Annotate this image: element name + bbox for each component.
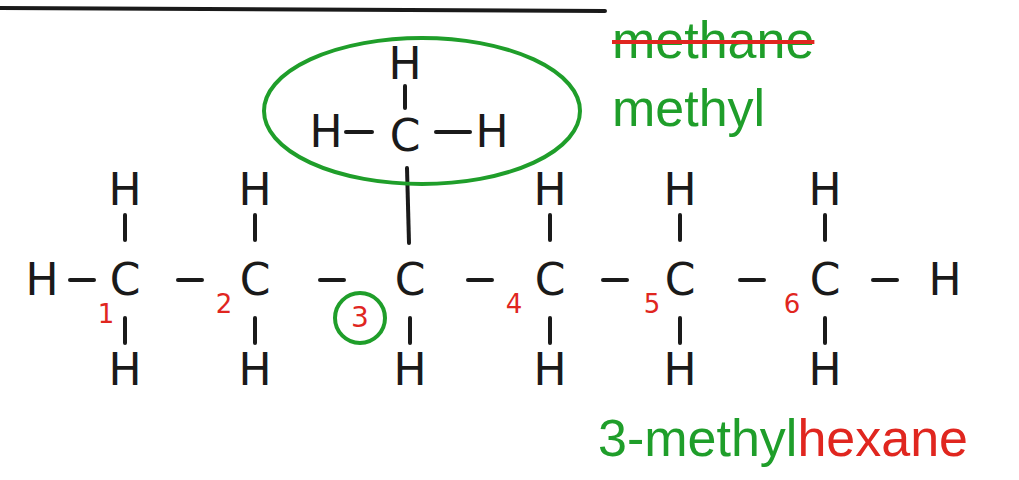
atom-symbol: C <box>395 258 426 302</box>
atom-symbol: H <box>238 348 271 392</box>
atom-symbol: C <box>390 114 421 158</box>
carbon-number: 6 <box>784 291 801 317</box>
group-name: methyl <box>612 82 765 134</box>
atom-symbol: H <box>533 168 566 212</box>
atom-symbol: H <box>25 258 58 302</box>
atom-symbol: C <box>535 258 566 302</box>
atom-symbol: H <box>108 348 141 392</box>
atom-symbol: C <box>110 258 141 302</box>
atom-symbol: H <box>108 168 141 212</box>
atom-symbol: H <box>475 110 508 154</box>
carbon-number: 5 <box>644 291 661 317</box>
atom-symbol: H <box>663 348 696 392</box>
atom-symbol: H <box>663 168 696 212</box>
carbon-number: 3 <box>351 304 369 332</box>
atom-symbol: C <box>665 258 696 302</box>
atom-symbol: H <box>808 348 841 392</box>
group-name: methane <box>612 14 814 66</box>
atom-symbol: C <box>810 258 841 302</box>
atom-symbol: H <box>238 168 271 212</box>
compound-name: hexane <box>797 412 968 464</box>
atom-symbol: C <box>240 258 271 302</box>
position-circle: 3 <box>333 291 387 345</box>
atom-symbol: H <box>388 42 421 86</box>
atom-symbol: H <box>928 258 961 302</box>
carbon-number: 4 <box>506 291 523 317</box>
atom-symbol: H <box>309 110 342 154</box>
rule-line <box>0 8 605 11</box>
atom-symbol: H <box>808 168 841 212</box>
carbon-number: 1 <box>98 301 115 327</box>
compound-name: 3-methyl <box>598 412 797 464</box>
carbon-number: 2 <box>216 291 233 317</box>
atom-symbol: H <box>393 348 426 392</box>
methyl-group-ring: HHCH <box>262 36 582 186</box>
atom-symbol: H <box>533 348 566 392</box>
